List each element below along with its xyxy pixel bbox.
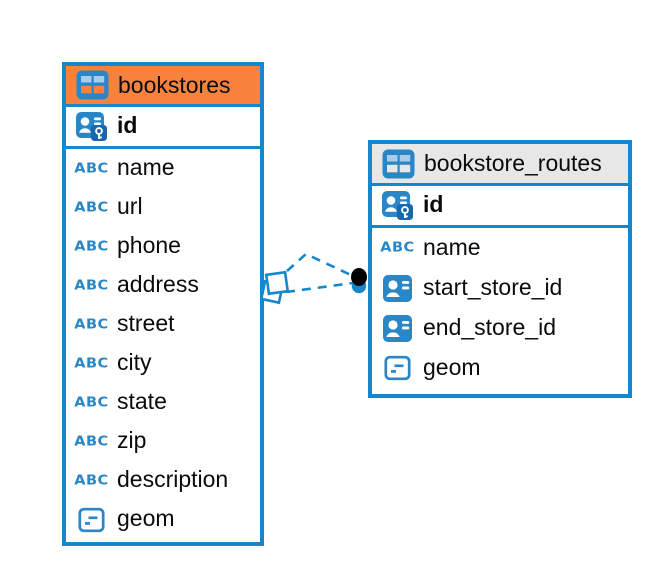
text-type-icon: ABC: [74, 395, 109, 410]
text-type-icon: ABC: [74, 278, 109, 293]
column-name: start_store_id: [423, 273, 563, 300]
text-type-icon: ABC: [74, 356, 109, 371]
primary-key-icon: [71, 112, 112, 141]
column-name: name: [117, 154, 175, 180]
table-bookstore-routes[interactable]: bookstore_routes id ABC name start_store…: [368, 140, 632, 398]
table-icon: [379, 149, 417, 179]
table-title: bookstores: [118, 71, 231, 98]
column-name: street: [117, 310, 175, 336]
overlap-squares-icon: [259, 270, 290, 305]
geometry-type-icon: [71, 507, 112, 533]
column-row-name[interactable]: ABC name: [372, 228, 628, 268]
geometry-type-icon: [377, 355, 418, 381]
column-row-id[interactable]: id: [66, 107, 260, 149]
column-name: phone: [117, 232, 181, 258]
column-name: end_store_id: [423, 313, 556, 340]
table-icon: [73, 70, 111, 100]
column-row-phone[interactable]: ABC phone: [66, 227, 260, 266]
text-type-icon: ABC: [74, 317, 109, 332]
column-row-end-store-id[interactable]: end_store_id: [372, 308, 628, 348]
primary-key-icon: [377, 191, 418, 220]
table-bookstore-routes-header[interactable]: bookstore_routes: [372, 144, 628, 186]
column-name: name: [423, 233, 481, 260]
relationship-line[interactable]: [285, 281, 354, 294]
text-type-icon: ABC: [380, 240, 415, 256]
column-name: zip: [117, 427, 147, 453]
text-type-icon: ABC: [74, 434, 109, 449]
text-type-icon: ABC: [74, 161, 109, 176]
column-name: id: [423, 191, 444, 217]
column-row-address[interactable]: ABC address: [66, 266, 260, 305]
column-row-zip[interactable]: ABC zip: [66, 422, 260, 461]
column-row-state[interactable]: ABC state: [66, 383, 260, 422]
column-name: id: [117, 112, 138, 138]
column-name: city: [117, 349, 152, 375]
column-name: geom: [423, 353, 481, 380]
column-name: address: [117, 271, 199, 297]
relationship-connector[interactable]: [252, 238, 377, 323]
foreign-key-icon: [377, 275, 418, 302]
column-name: url: [117, 193, 143, 219]
text-type-icon: ABC: [74, 239, 109, 254]
column-name: state: [117, 388, 167, 414]
table-bookstores[interactable]: bookstores id ABC name ABC url ABC phone…: [62, 62, 264, 546]
column-row-url[interactable]: ABC url: [66, 188, 260, 227]
column-row-description[interactable]: ABC description: [66, 461, 260, 500]
column-row-geom[interactable]: geom: [66, 500, 260, 539]
column-row-id[interactable]: id: [372, 186, 628, 228]
endpoint-dot: [351, 268, 367, 294]
text-type-icon: ABC: [74, 473, 109, 488]
relationship-line[interactable]: [286, 252, 354, 278]
table-title: bookstore_routes: [424, 150, 602, 176]
text-type-icon: ABC: [74, 200, 109, 215]
column-name: description: [117, 466, 229, 492]
column-row-city[interactable]: ABC city: [66, 344, 260, 383]
foreign-key-icon: [377, 315, 418, 342]
table-bookstores-header[interactable]: bookstores: [66, 66, 260, 107]
column-row-geom[interactable]: geom: [372, 348, 628, 388]
column-name: geom: [117, 505, 175, 531]
column-row-start-store-id[interactable]: start_store_id: [372, 268, 628, 308]
column-row-street[interactable]: ABC street: [66, 305, 260, 344]
column-row-name[interactable]: ABC name: [66, 149, 260, 188]
